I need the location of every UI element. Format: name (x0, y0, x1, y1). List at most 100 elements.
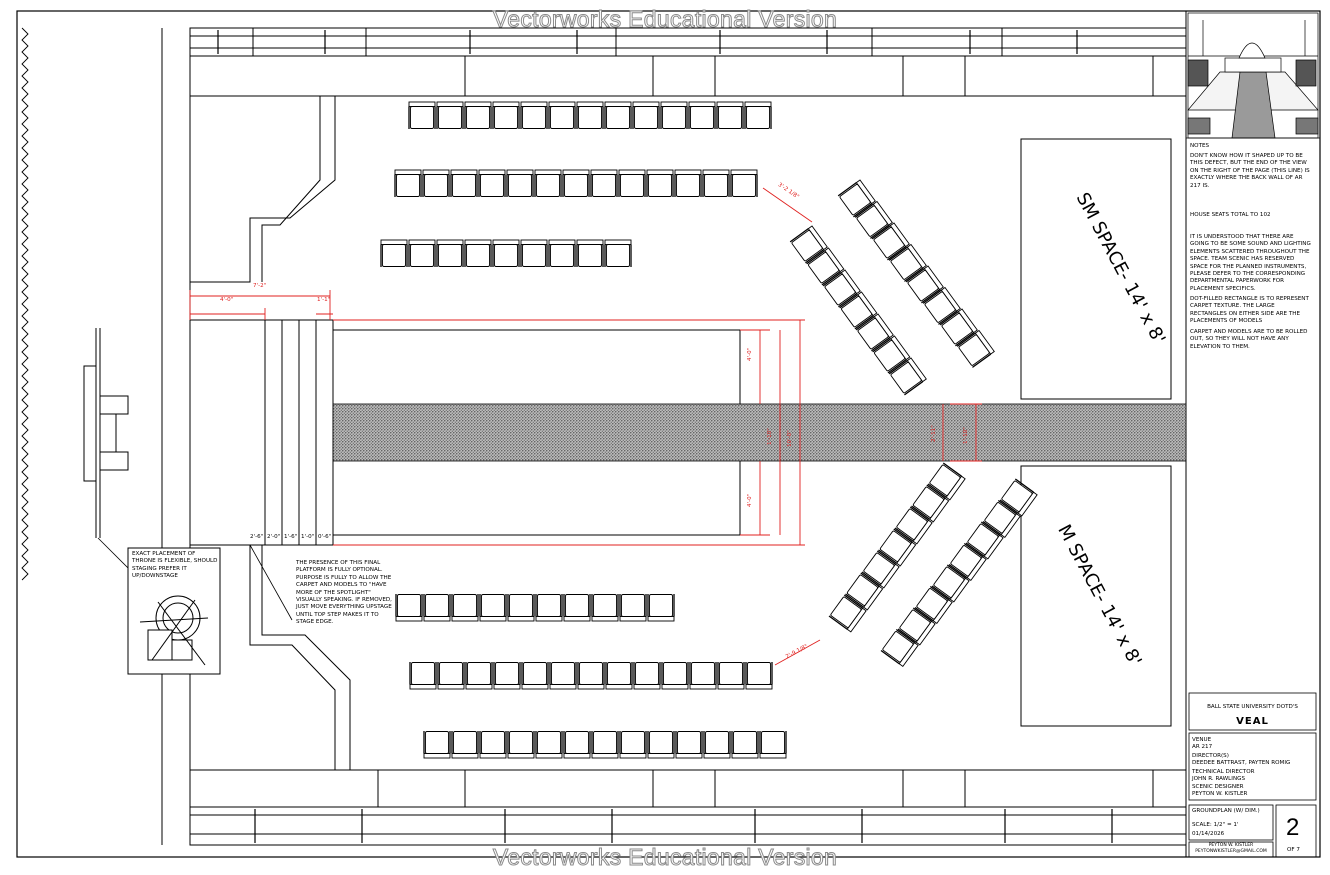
note-house-seats: house seats total to 102 (1190, 212, 1271, 218)
drawing-name: Groundplan (w/ Dim.) (1192, 808, 1260, 814)
seat (646, 169, 674, 198)
seat (423, 593, 451, 622)
seat (632, 101, 660, 130)
throne-callout-box (127, 547, 221, 675)
seat (507, 730, 535, 759)
venue: AR 217 (1192, 744, 1213, 750)
left-wavy-wall (21, 27, 29, 581)
seat (464, 239, 492, 268)
seat (535, 730, 563, 759)
seat (744, 101, 772, 130)
seat (450, 169, 478, 198)
seat (675, 730, 703, 759)
seat (647, 593, 675, 622)
seat (492, 239, 520, 268)
directors-label: Director(s) (1192, 753, 1229, 759)
seat (716, 101, 744, 130)
seat (688, 101, 716, 130)
step-label-4: 1'-0" (301, 534, 315, 540)
m-space (1020, 465, 1172, 727)
seat (647, 730, 675, 759)
seat (731, 730, 759, 759)
dim-lower-4-0: 4'-0" (747, 493, 753, 507)
seat (604, 239, 632, 268)
seat (703, 730, 731, 759)
org-name: Ball State University DOTD's (1207, 704, 1298, 710)
drawing-scale: SCALE: 1/2" = 1' (1192, 822, 1239, 828)
seat (437, 661, 465, 690)
seat (408, 239, 436, 268)
seat (604, 101, 632, 130)
seat (619, 593, 647, 622)
seat (395, 593, 423, 622)
seat (576, 239, 604, 268)
note-models: Carpet and models are to be rolled out, … (1190, 329, 1308, 350)
sm-space (1020, 138, 1172, 400)
drafter-email: peytonwkistler@gmail.com (1195, 849, 1267, 854)
tech-director: John R. Rawlings (1192, 776, 1246, 782)
drawing-date: 01/14/2026 (1192, 831, 1225, 837)
note-scenic: It is understood that there are going to… (1190, 234, 1311, 292)
seat (562, 169, 590, 198)
seat (548, 101, 576, 130)
dim-upper-4-0: 4'-0" (747, 347, 753, 361)
carpet-runner (332, 403, 1187, 462)
step-label-3: 1'-6" (284, 534, 298, 540)
seat (590, 169, 618, 198)
step-label-1: 2'-6" (250, 534, 264, 540)
dim-1-1: 1'-1" (317, 297, 331, 303)
seat (451, 730, 479, 759)
platform-callout: The presence of this final platform is f… (296, 560, 392, 626)
seat (479, 593, 507, 622)
drafter-name: Peyton W. Kistler (1208, 843, 1254, 848)
seat (436, 239, 464, 268)
seat (618, 169, 646, 198)
dim-4-0: 4'-0" (220, 297, 234, 303)
page-number: 2 (1286, 814, 1300, 841)
dim-7-2: 7'-2" (253, 283, 267, 289)
seat (745, 661, 773, 690)
seat (563, 593, 591, 622)
seat (436, 101, 464, 130)
seat (506, 169, 534, 198)
seat (633, 661, 661, 690)
seat (730, 169, 758, 198)
step-label-2: 2'-0" (267, 534, 281, 540)
seat (479, 730, 507, 759)
seat (576, 101, 604, 130)
seat (493, 661, 521, 690)
seat (394, 169, 422, 198)
seat (520, 101, 548, 130)
tech-director-label: Technical Director (1192, 769, 1255, 775)
seat (702, 169, 730, 198)
seat (717, 661, 745, 690)
seat (521, 661, 549, 690)
seat (548, 239, 576, 268)
watermark-bottom: Vectorworks Educational Version (492, 844, 838, 871)
dim-overall: 10'-0" (787, 430, 793, 447)
dim-right-a: 2'-11" (931, 425, 937, 442)
note-carpet: Dot-filled rectangle is to represent car… (1190, 296, 1309, 325)
directors: DeeDee Battrast, Payten Romig (1192, 760, 1291, 766)
throne-symbol (83, 328, 129, 538)
watermark-top: Vectorworks Educational Version (492, 6, 838, 33)
seat (591, 593, 619, 622)
show-title: Veal (1236, 716, 1269, 727)
notes-heading: Notes (1190, 143, 1210, 149)
bottom-wall (189, 769, 1187, 846)
dim-carpet-width: 1'-10" (767, 428, 773, 445)
seat (577, 661, 605, 690)
seat (534, 169, 562, 198)
scenic-designer-label: Scenic Designer (1192, 784, 1244, 790)
seat (619, 730, 647, 759)
seat (380, 239, 408, 268)
seat (409, 661, 437, 690)
seat (689, 661, 717, 690)
seat (465, 661, 493, 690)
seat (674, 169, 702, 198)
perspective-render (1187, 12, 1319, 139)
seat (478, 169, 506, 198)
seat (549, 661, 577, 690)
seat (451, 593, 479, 622)
